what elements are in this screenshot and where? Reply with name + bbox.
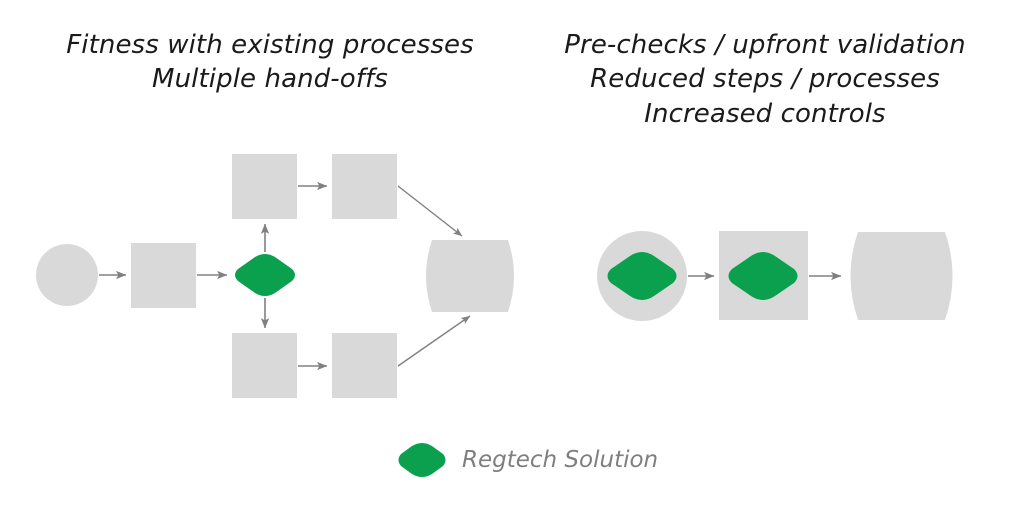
legend: Regtech Solution <box>396 440 658 480</box>
node-left-regtech-diamond[interactable] <box>235 254 295 296</box>
legend-regtech-diamond-icon <box>398 443 446 477</box>
connector-top-step-b-to-end-store <box>397 185 463 237</box>
node-left-top-step-b[interactable] <box>332 154 397 219</box>
left-flow-group <box>36 154 514 398</box>
node-right-square-regtech-diamond[interactable] <box>728 252 798 300</box>
node-left-bottom-step-b[interactable] <box>332 333 397 398</box>
node-right-end-store-barrel[interactable] <box>850 232 953 320</box>
node-left-step-1[interactable] <box>131 243 196 308</box>
legend-label: Regtech Solution <box>462 447 659 473</box>
node-left-bottom-step-a[interactable] <box>232 333 297 398</box>
left-panel-title: Fitness with existing processes Multiple… <box>66 30 474 95</box>
left-connectors <box>99 181 471 371</box>
node-left-start-circle[interactable] <box>36 244 98 306</box>
node-right-circle-regtech-diamond[interactable] <box>607 252 677 300</box>
connector-bottom-step-b-to-end-store <box>397 315 471 367</box>
node-left-end-store-barrel[interactable] <box>426 240 514 312</box>
right-panel-title: Pre-checks / upfront validation Reduced … <box>564 30 966 129</box>
node-left-top-step-a[interactable] <box>232 154 297 219</box>
right-flow-group <box>597 231 953 321</box>
